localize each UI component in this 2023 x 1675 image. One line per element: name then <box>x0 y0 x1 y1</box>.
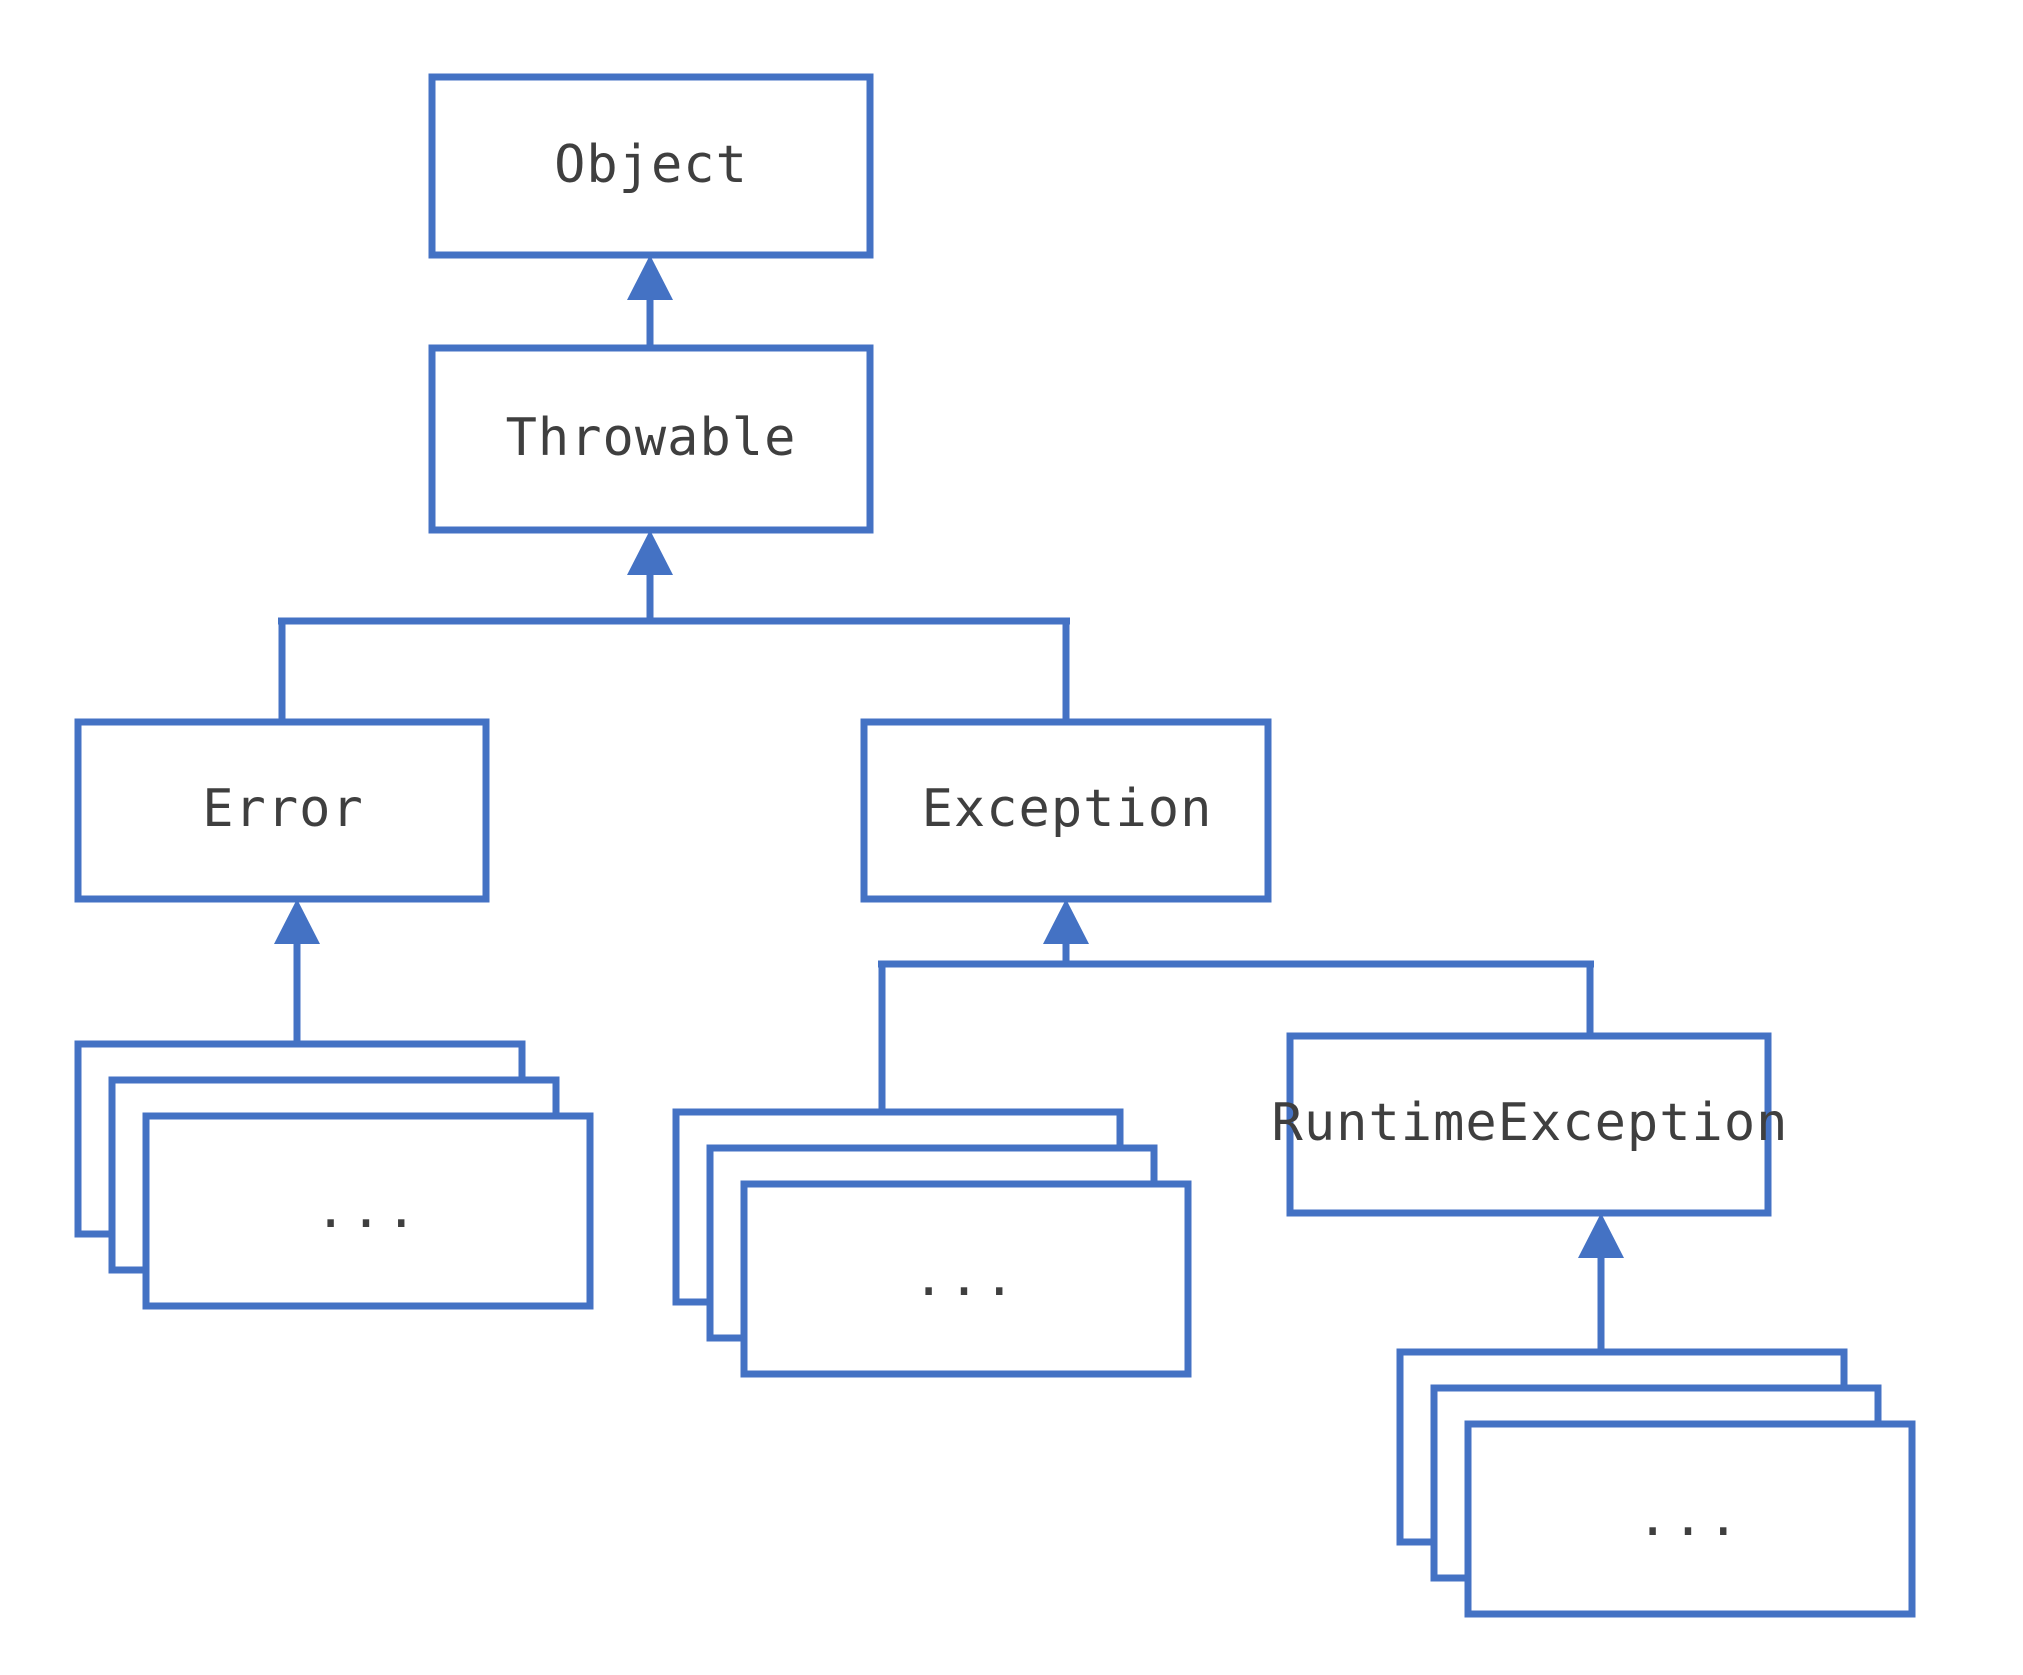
class-label: Exception <box>922 779 1213 839</box>
stack-exception-subclasses[interactable]: ... <box>672 1108 1192 1378</box>
stack-label: ... <box>315 1180 421 1240</box>
arrowhead-up-icon <box>274 899 320 944</box>
stack-label: ... <box>1637 1488 1743 1548</box>
stack-card-front <box>1464 1420 1916 1618</box>
class-node-error[interactable]: Error <box>74 718 490 903</box>
class-label: RuntimeException <box>1272 1093 1789 1153</box>
stack-label: ... <box>913 1248 1019 1308</box>
class-label: Error <box>202 779 364 839</box>
class-label: Object <box>554 135 748 195</box>
stack-runtimeexception-subclasses[interactable]: ... <box>1396 1348 1916 1618</box>
class-node-object[interactable]: Object <box>428 73 874 259</box>
class-label: Throwable <box>506 408 797 468</box>
class-node-runtimeexception[interactable]: RuntimeException <box>1272 1032 1789 1217</box>
class-node-throwable[interactable]: Throwable <box>428 344 874 534</box>
class-box <box>860 718 1272 903</box>
class-box <box>428 73 874 259</box>
arrowhead-up-icon <box>627 530 673 575</box>
edge-throwable-children-bus <box>278 530 1070 722</box>
class-box <box>74 718 490 903</box>
edge-error-subs-to-error <box>274 899 320 1044</box>
class-node-exception[interactable]: Exception <box>860 718 1272 903</box>
arrowhead-up-icon <box>1578 1213 1624 1258</box>
class-box <box>1286 1032 1772 1217</box>
class-box <box>428 344 874 534</box>
arrowhead-up-icon <box>627 255 673 300</box>
edge-throwable-to-object <box>627 255 673 348</box>
arrowhead-up-icon <box>1043 899 1089 944</box>
stack-card-front <box>740 1180 1192 1378</box>
edge-exception-children-bus <box>878 899 1594 1112</box>
stack-card-front <box>142 1112 594 1310</box>
stack-error-subclasses[interactable]: ... <box>74 1040 594 1310</box>
edge-runtime-subs-to-runtimeexception <box>1578 1213 1624 1352</box>
